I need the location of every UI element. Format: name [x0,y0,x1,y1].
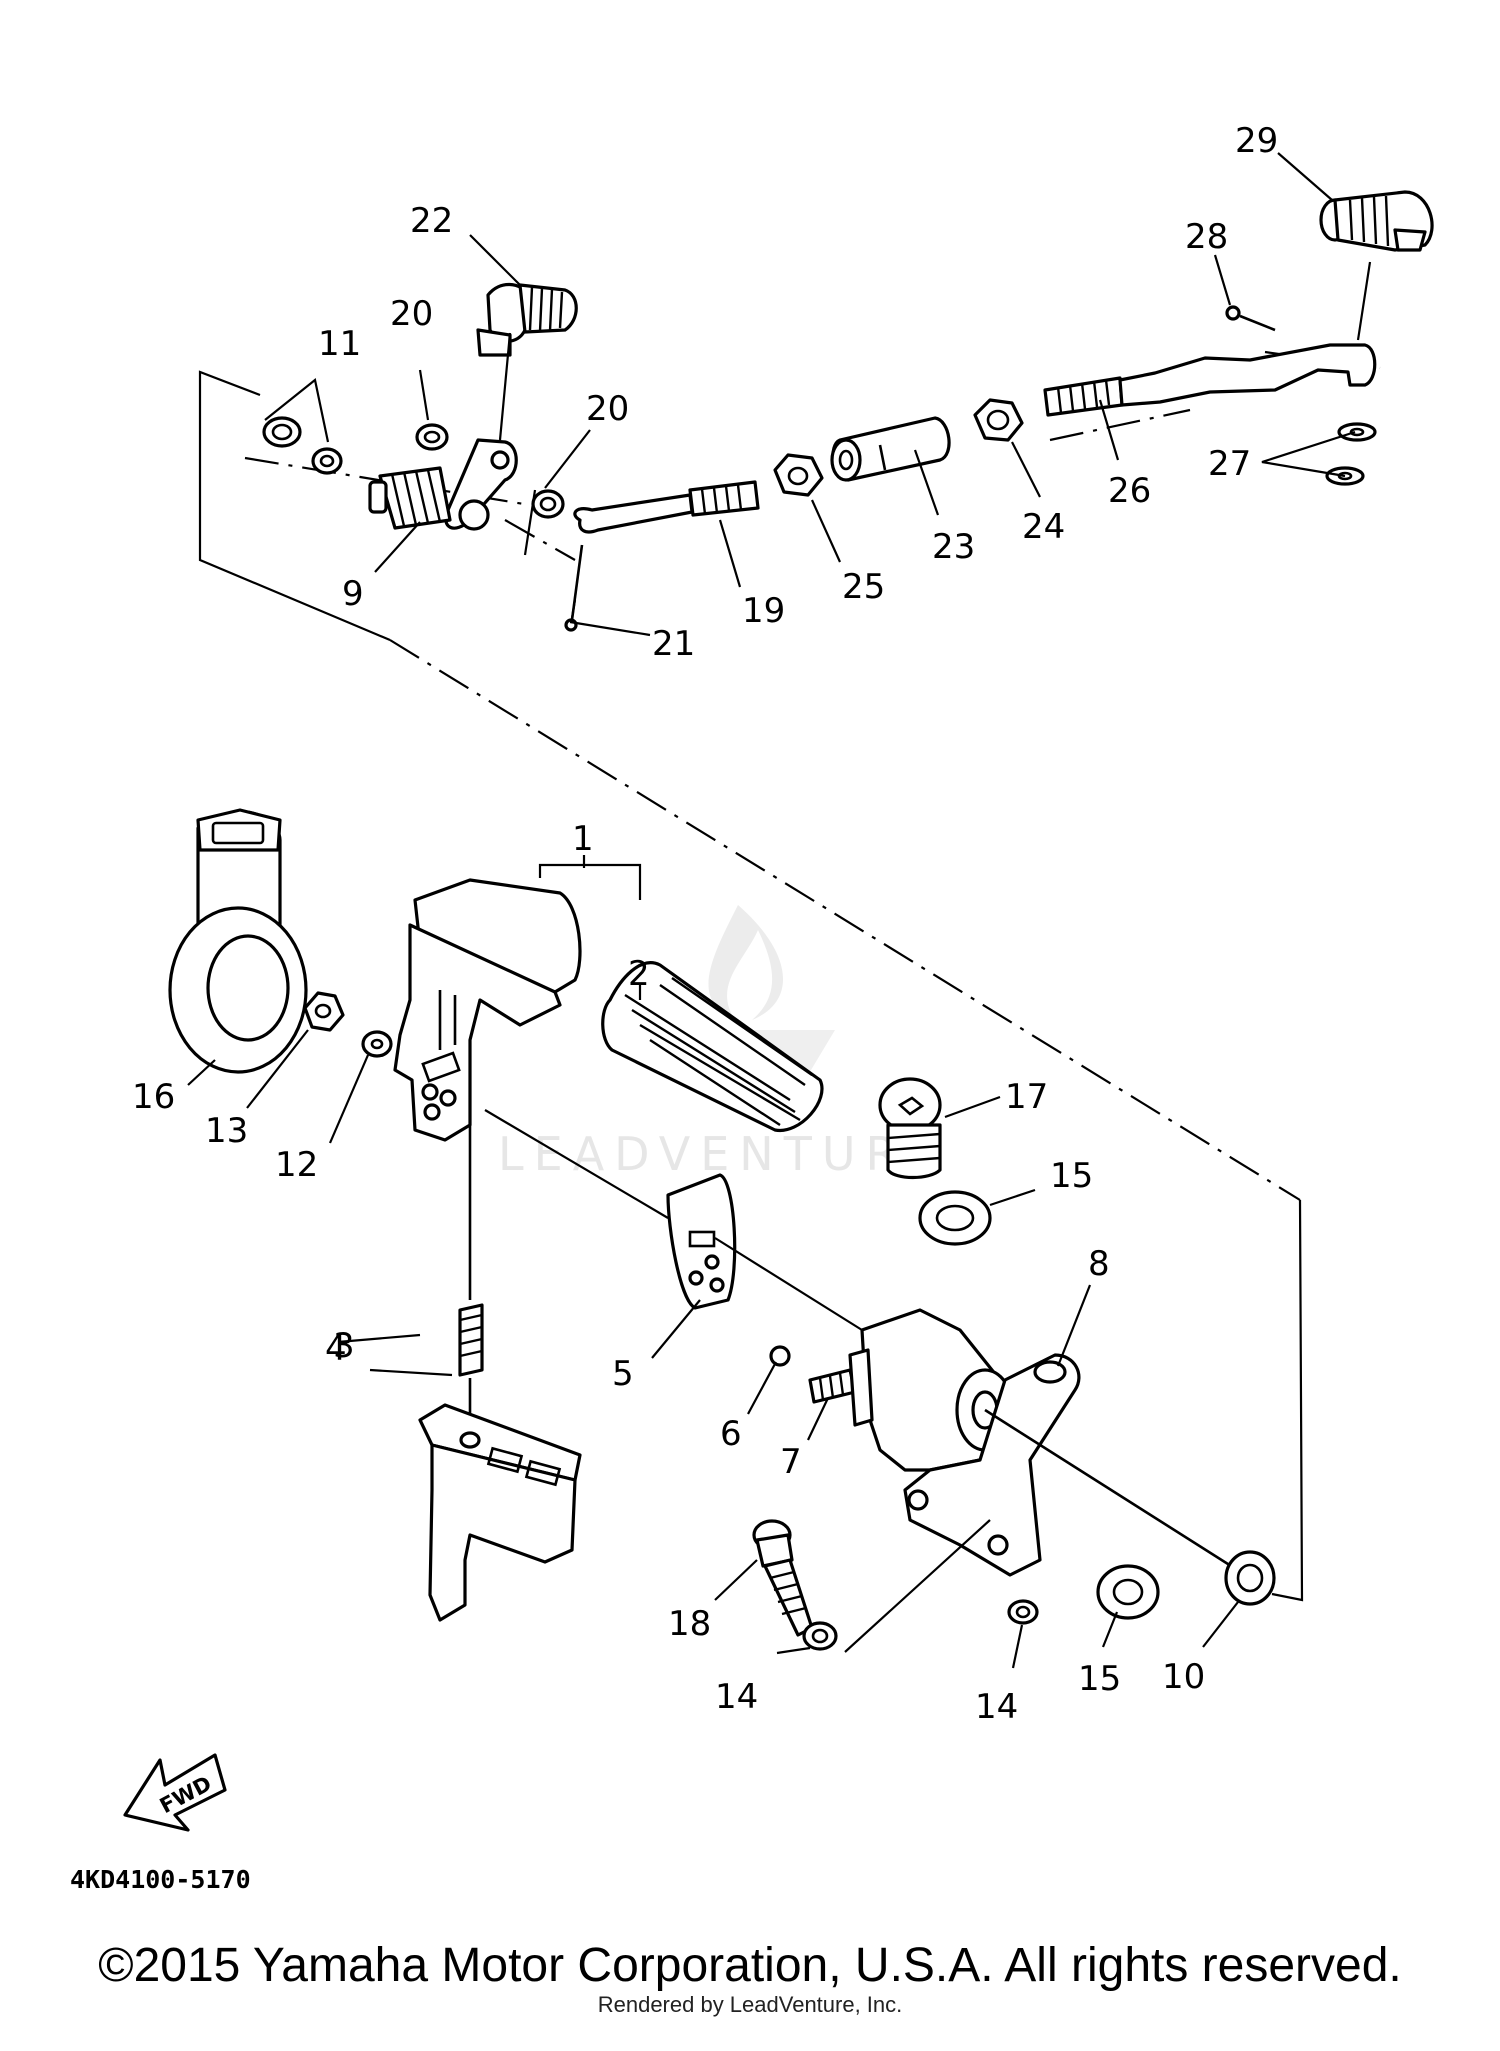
callout-14-left: 14 [715,1677,758,1717]
part-18-screw [752,1519,814,1637]
part-6-ball [769,1345,791,1367]
callout-24: 24 [1022,507,1065,547]
callout-9: 9 [342,574,364,614]
part-26-rod [1043,343,1377,417]
part-12-washer [361,1030,393,1058]
part-8-body [848,1308,1251,1580]
callout-7: 7 [780,1442,802,1482]
callout-15-lower: 15 [1078,1659,1121,1699]
part-5-plate [666,1173,737,1310]
callout-12: 12 [275,1145,318,1185]
part-7-spring [808,1368,857,1404]
part-4-spring [458,1045,484,1430]
callout-10: 10 [1162,1657,1205,1697]
callout-23: 23 [932,527,975,567]
callout-4: 4 [325,1329,347,1369]
callout-8: 8 [1088,1244,1110,1284]
part-19-rod [573,480,760,534]
callout-25: 25 [842,567,885,607]
callout-13: 13 [205,1111,248,1151]
part-22-boot [476,282,578,357]
part-21-pin [564,544,584,632]
callout-20-right: 20 [586,389,629,429]
callout-17: 17 [1005,1077,1048,1117]
plate-leader-line [484,1109,669,1219]
callout-14-right: 14 [975,1687,1018,1727]
callout-18: 18 [668,1604,711,1644]
assembly-outline [198,350,1381,1602]
part-25-nut [773,453,824,497]
part-24-nut [973,398,1024,442]
part-15-washer-upper [918,1190,992,1246]
part-15-washer-lower [1096,1564,1160,1620]
part-10-clip [1224,1550,1276,1606]
callout-20-left: 20 [390,294,433,334]
callout-2: 2 [628,954,650,994]
callout-21: 21 [652,624,695,664]
part-28-pin [1225,305,1276,332]
part-9-lever [368,438,518,531]
callout-27: 27 [1208,444,1251,484]
part-14-washers [802,1599,1039,1651]
part-3-bracket [418,1403,582,1622]
callout-15-upper: 15 [1050,1156,1093,1196]
part-16-guide [168,808,308,1074]
rendered-by-note: Rendered by LeadVenture, Inc. [597,1992,903,2017]
callout-3: 3 [333,1326,355,1366]
callout-5: 5 [612,1354,634,1394]
callout-22: 22 [410,201,453,241]
part-1-housing [393,878,582,1142]
callout-labels: 1 2 3 4 5 6 7 8 9 10 11 12 13 14 14 15 1… [132,121,1278,1727]
part-17-bolt [878,1077,942,1180]
part-29-boot [1319,190,1434,252]
fwd-arrow: FWD [123,1753,227,1832]
callout-29: 29 [1235,121,1278,161]
callout-11: 11 [318,324,361,364]
part-13-nut [303,991,345,1032]
washers-11-20 [262,416,565,519]
copyright-notice: ©2015 Yamaha Motor Corporation, U.S.A. A… [98,1939,1402,1992]
callout-1: 1 [572,819,594,859]
plate-axis-line [714,1237,863,1331]
part-2-grip [601,961,824,1132]
watermark-text: LEADVENTURE [498,1127,947,1181]
callout-26: 26 [1108,471,1151,511]
diagram-code: 4KD4100-5170 [70,1865,251,1894]
body-leader-line [844,1519,991,1653]
callout-19: 19 [742,591,785,631]
callout-leaders [187,152,1372,1669]
callout-28: 28 [1185,217,1228,257]
part-23-sleeve [830,416,951,482]
callout-16: 16 [132,1077,175,1117]
callout-6: 6 [720,1414,742,1454]
